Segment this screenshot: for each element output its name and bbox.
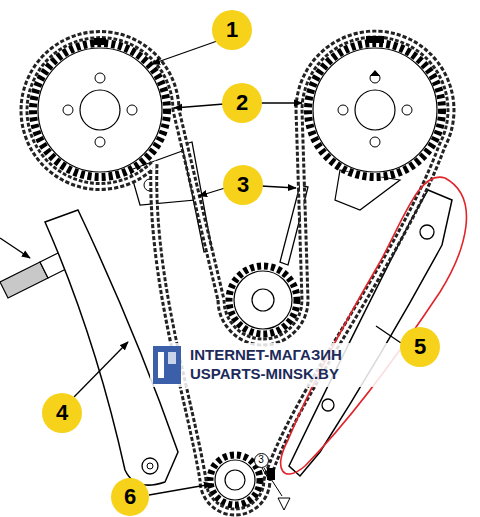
callout-text: 2 [236, 92, 248, 114]
leader-line [149, 484, 212, 495]
tensioner-plunger [0, 262, 48, 298]
leader-line [261, 186, 296, 188]
pivot-bolt [147, 463, 153, 469]
callout-number: 6 [111, 478, 149, 516]
watermark-logo [168, 352, 176, 364]
callout-number: 5 [400, 327, 440, 367]
watermark-text: USPARTS-MINSK.BY [190, 366, 339, 383]
watermark-text: INTERNET-МАГАЗИН [190, 347, 342, 364]
timing-mark [94, 38, 106, 45]
leader-line [74, 342, 128, 397]
callout-text: 4 [56, 402, 68, 424]
circled-number: 3 [254, 453, 269, 468]
bolt-hole [420, 225, 434, 239]
leader-line [261, 102, 302, 103]
callout-number: 3 [223, 165, 263, 205]
watermark-ground [150, 343, 412, 387]
timing-mark [278, 498, 290, 510]
leader-line [376, 326, 401, 343]
callout-number: 1 [212, 10, 252, 50]
timing-mark [370, 70, 380, 76]
watermark-logo [158, 352, 164, 378]
callout-number: 4 [42, 393, 82, 433]
chain-guide [289, 190, 452, 476]
leader-line [199, 188, 225, 196]
camshaft-sprocket [33, 43, 167, 177]
timing-chain [24, 34, 451, 512]
highlight-loop [281, 177, 467, 474]
leader-line [264, 468, 282, 496]
leader-line [152, 40, 220, 64]
crankshaft-sprocket [210, 455, 260, 505]
callout-text: 1 [226, 19, 238, 41]
timing-mark [366, 36, 384, 43]
timing-chain [24, 34, 451, 512]
callout-number: 2 [222, 83, 262, 123]
watermark-logo [153, 346, 181, 384]
bolt-hole [322, 399, 334, 411]
leader-line [174, 104, 224, 108]
callout-text: 5 [414, 336, 426, 358]
callout-text: 3 [258, 455, 264, 465]
camshaft-sprocket [308, 43, 442, 177]
leader-line [0, 238, 30, 258]
pivot-bolt [142, 458, 158, 474]
callout-text: 3 [237, 174, 249, 196]
idler-sprocket [229, 266, 297, 334]
callout-text: 6 [124, 486, 136, 508]
